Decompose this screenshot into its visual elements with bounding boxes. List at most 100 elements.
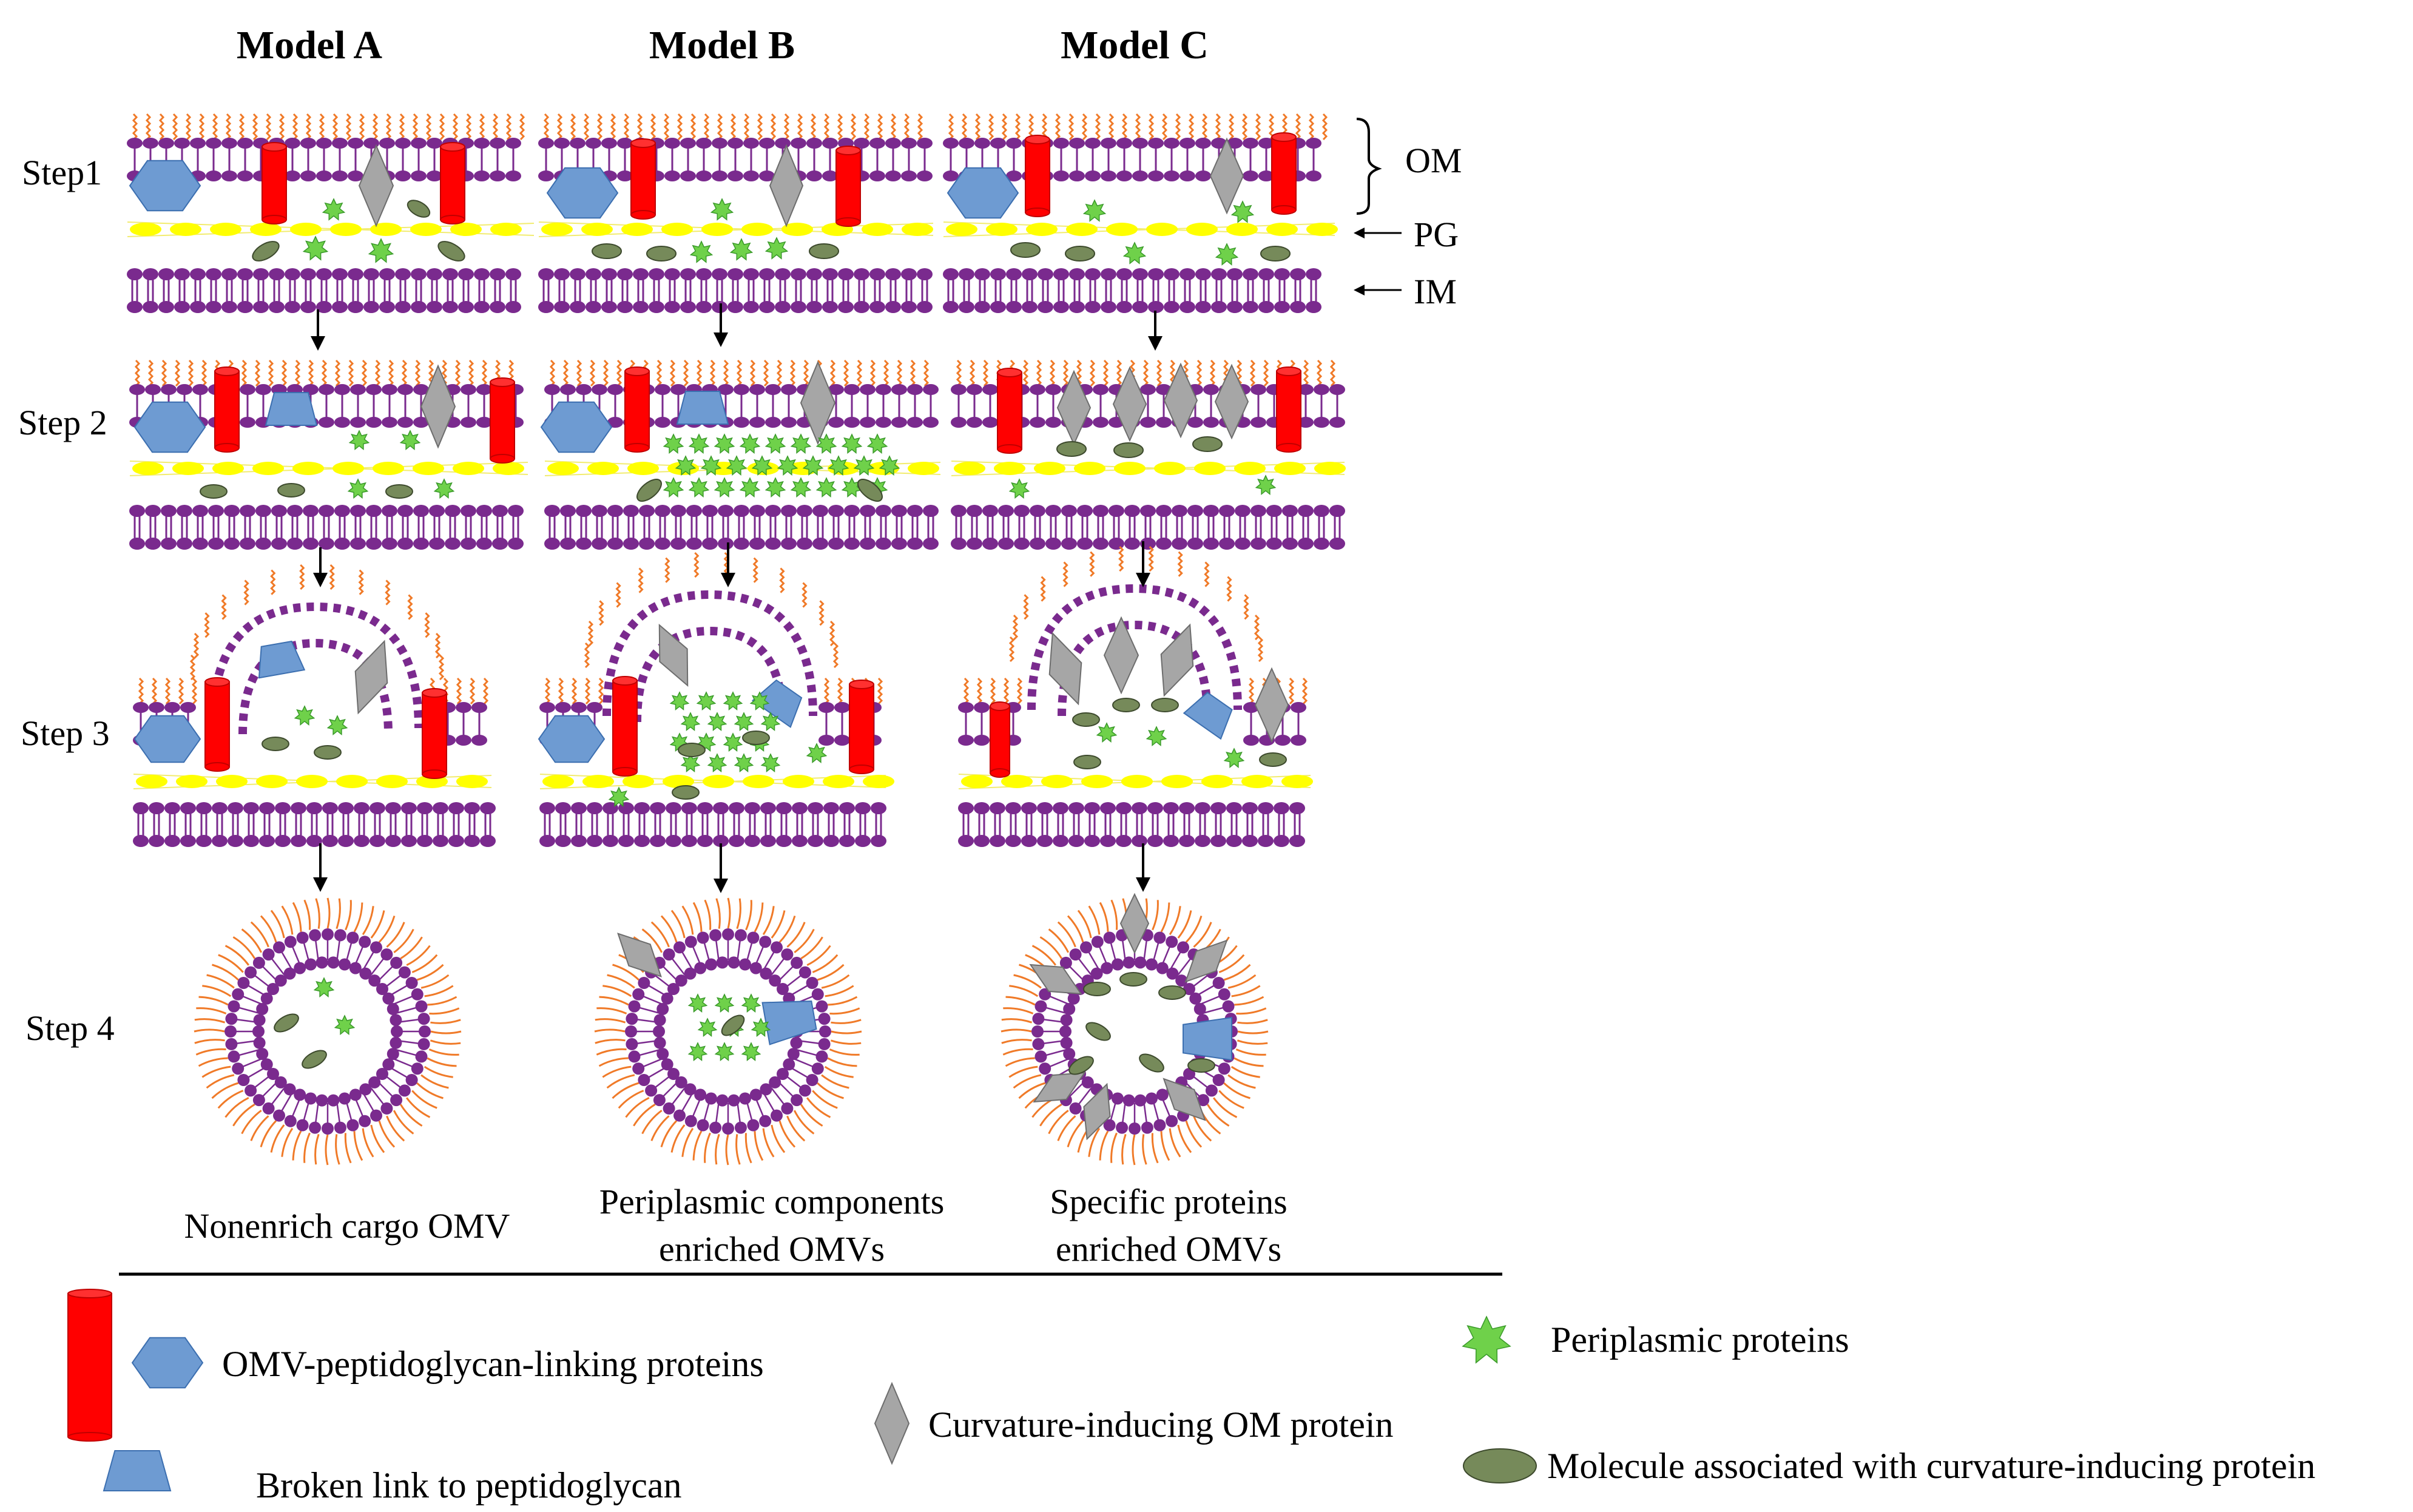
- lipid-head: [607, 417, 623, 428]
- cylinder-body: [422, 692, 447, 775]
- lipid-head: [670, 384, 686, 395]
- curvature-molecule: [592, 243, 622, 259]
- lps-tail: [829, 1048, 860, 1056]
- linking-protein-cylinder: [422, 688, 447, 779]
- lipid-head: [1068, 802, 1084, 814]
- periplasmic-protein: [802, 455, 824, 476]
- lipid-head: [206, 138, 221, 149]
- periplasmic-protein: [680, 753, 701, 773]
- lps-tail: [1160, 902, 1170, 933]
- cylinder-top: [262, 142, 287, 152]
- lipid-head: [161, 538, 177, 550]
- step2-im-1: [544, 505, 939, 550]
- lps-tail: [469, 677, 476, 705]
- curvature-protein: [658, 623, 689, 687]
- cylinder-top: [1276, 366, 1301, 376]
- lipid-head: [221, 268, 237, 280]
- lps-tail: [321, 359, 328, 387]
- lps-tail: [831, 1030, 862, 1034]
- lipid-head: [1329, 505, 1345, 517]
- lipid-head: [149, 802, 164, 814]
- lipid-head: [391, 1025, 403, 1038]
- lipid-head: [397, 538, 413, 550]
- lipid-head: [433, 802, 448, 814]
- lps-tail: [270, 569, 276, 595]
- lps-tail: [690, 113, 697, 141]
- lipid-head: [190, 268, 206, 280]
- lipid-head: [860, 384, 876, 395]
- lipid-head: [471, 735, 487, 746]
- lipid-head: [587, 702, 602, 713]
- step1-pg-2: [943, 221, 1338, 237]
- curvature-molecule: [1083, 982, 1111, 996]
- lipid-head: [346, 1119, 359, 1132]
- lipid-head: [891, 417, 907, 428]
- lps-tail: [424, 985, 454, 997]
- lps-tail: [828, 996, 858, 1006]
- lipid-head: [476, 384, 492, 395]
- lipid-head: [670, 505, 686, 517]
- lipid-head: [240, 384, 255, 395]
- lipid-head: [592, 384, 607, 395]
- lps-tail: [736, 898, 741, 930]
- lipid-head: [554, 138, 570, 149]
- lipid-head: [891, 538, 907, 550]
- lps-tail: [1110, 899, 1118, 930]
- periplasmic-protein: [347, 478, 369, 499]
- lipid-head: [267, 1068, 279, 1080]
- lipid-head: [844, 505, 860, 517]
- lipid-head: [1274, 835, 1289, 847]
- lipid-head: [232, 988, 245, 1001]
- lps-tail: [607, 974, 635, 989]
- lipid-head: [129, 384, 145, 395]
- lipid-head: [876, 538, 891, 550]
- lipid-head: [334, 929, 346, 942]
- lipid-head: [505, 268, 521, 280]
- lipid-head: [633, 301, 649, 313]
- lipid-head: [1153, 931, 1166, 944]
- curvature-molecule: [1187, 1058, 1215, 1073]
- lipid-head: [427, 170, 442, 181]
- lps-tail: [976, 677, 983, 705]
- lps-tail: [1249, 359, 1256, 387]
- curvature-molecule: [1056, 441, 1087, 457]
- lipid-head: [405, 977, 418, 989]
- pg-unit: [1154, 462, 1186, 475]
- lps-tail: [1152, 900, 1159, 931]
- lipid-head: [350, 538, 366, 550]
- lps-tail: [405, 1097, 431, 1118]
- lipid-head: [974, 268, 990, 280]
- lipid-head: [390, 1036, 402, 1049]
- lps-tail: [430, 1039, 461, 1045]
- lipid-head: [769, 974, 781, 987]
- lipid-head: [650, 802, 666, 814]
- lipid-head: [743, 170, 759, 181]
- lps-tail: [201, 359, 208, 387]
- lipid-head: [860, 538, 876, 550]
- lipid-head: [474, 170, 490, 181]
- lipid-head: [974, 802, 990, 814]
- periplasmic-protein: [714, 993, 735, 1013]
- step-2-label: Step 2: [18, 403, 107, 442]
- lipid-head: [1141, 1121, 1153, 1134]
- lps-tail: [544, 677, 551, 705]
- lipid-head: [1053, 268, 1069, 280]
- lipid-head: [490, 170, 505, 181]
- lps-tail: [335, 1134, 340, 1165]
- lipid-head: [885, 268, 901, 280]
- lps-tail: [1254, 615, 1260, 641]
- lps-tail: [806, 945, 831, 967]
- annotations: [67, 118, 1537, 1491]
- lipid-head: [1258, 170, 1274, 181]
- linking-hexagon: [546, 167, 619, 219]
- lps-tail: [362, 906, 374, 936]
- lipid-head: [228, 1050, 240, 1063]
- lipid-head: [1235, 505, 1250, 517]
- lipid-head: [417, 802, 433, 814]
- lps-tail: [827, 1057, 857, 1067]
- lipid-head: [871, 802, 886, 814]
- lipid-head: [492, 538, 508, 550]
- lipid-head: [791, 138, 806, 149]
- curvature-molecule: [1073, 755, 1101, 769]
- lipid-head: [350, 505, 366, 517]
